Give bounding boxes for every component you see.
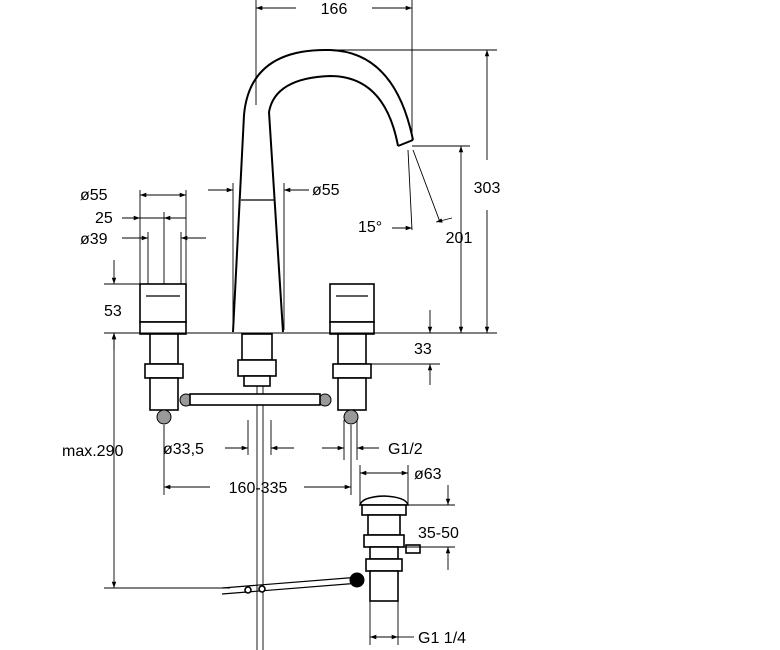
dimension-handle-offset: 25 bbox=[95, 210, 186, 284]
handle-offset-label: 25 bbox=[95, 210, 113, 227]
right-handle bbox=[318, 283, 375, 425]
total-height-label: 303 bbox=[474, 180, 501, 197]
dimension-handle-base-diameter: ø39 bbox=[80, 231, 206, 284]
spout-shank bbox=[237, 333, 277, 650]
body-diameter-label: ø55 bbox=[312, 182, 340, 199]
dimension-outlet-height: 201 bbox=[412, 145, 473, 333]
handle-diameter-label: ø55 bbox=[80, 187, 108, 204]
dimension-hole-diameter: ø33,5 bbox=[163, 420, 294, 458]
dimension-waste-diameter: ø63 bbox=[359, 465, 442, 505]
spout-angle-label: 15° bbox=[358, 219, 382, 236]
deck-clearance-label: 33 bbox=[414, 341, 432, 358]
waste-range-label: 35-50 bbox=[418, 525, 459, 542]
pull-rod bbox=[221, 576, 361, 595]
dimension-waste-thread: G1 1/4 bbox=[369, 601, 466, 647]
dimension-body-diameter: ø55 bbox=[208, 182, 340, 330]
dimension-total-height: 303 bbox=[330, 49, 501, 333]
dimension-handle-height: 53 bbox=[104, 260, 140, 350]
max-length-label: max.290 bbox=[62, 443, 123, 460]
handle-height-label: 53 bbox=[104, 303, 122, 320]
handle-base-diameter-label: ø39 bbox=[80, 231, 108, 248]
spread-label: 160-335 bbox=[229, 480, 288, 497]
hole-diameter-label: ø33,5 bbox=[163, 441, 204, 458]
inlet-thread-label: G1/2 bbox=[388, 441, 423, 458]
dimension-spout-reach: 166 bbox=[255, 0, 413, 140]
dimension-deck-clearance: 33 bbox=[366, 310, 440, 385]
dimension-max-length: max.290 bbox=[62, 333, 230, 589]
dimension-waste-range: 35-50 bbox=[404, 485, 459, 570]
waste-diameter-label: ø63 bbox=[414, 466, 442, 483]
left-handle bbox=[139, 283, 193, 425]
waste-fitting bbox=[349, 495, 421, 602]
dimension-spread: 160-335 bbox=[163, 425, 352, 497]
connecting-pipe bbox=[189, 393, 321, 406]
spout-reach-label: 166 bbox=[321, 1, 348, 18]
waste-thread-label: G1 1/4 bbox=[418, 630, 466, 647]
dimension-inlet-thread: G1/2 bbox=[322, 420, 423, 460]
dimension-spout-angle: 15° bbox=[358, 149, 453, 236]
outlet-height-label: 201 bbox=[446, 230, 473, 247]
